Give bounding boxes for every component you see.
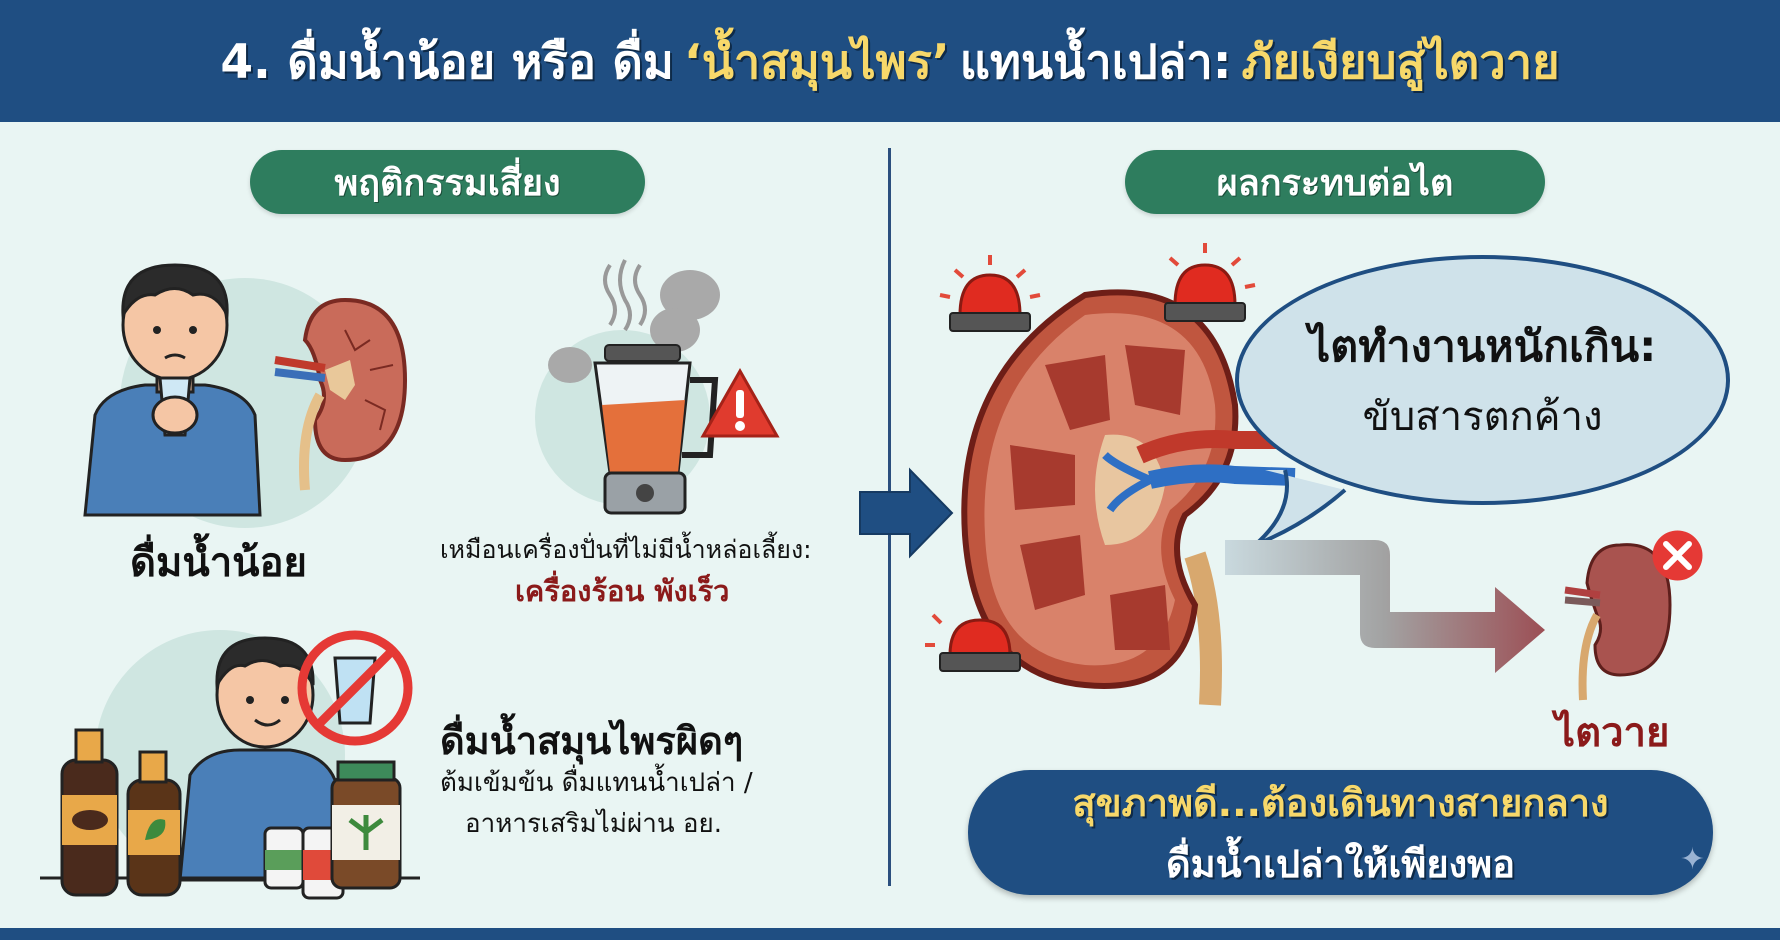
toxin-excretion-text: ขับสารตกค้าง xyxy=(1362,394,1603,440)
title-highlight-danger: ภัยเงียบสู่ไตวาย xyxy=(1241,34,1560,90)
man-with-herbal-drinks-icon xyxy=(40,636,420,900)
blender-analogy-text: เหมือนเครื่องปั่นที่ไม่มีน้ำหล่อเลี้ยง: xyxy=(440,535,812,564)
herbal-detail-line-1: ต้มเข้มข้น ดื่มแทนน้ำเปล่า / xyxy=(440,768,753,798)
sparkle-icon: ✦ xyxy=(1679,842,1705,877)
title-part-2: แทนน้ำเปล่า: xyxy=(959,34,1232,90)
no-water-prohibited-icon xyxy=(297,630,413,746)
middle-path-text: สุขภาพดี...ต้องเดินทางสายกลาง xyxy=(1072,780,1609,825)
drink-little-water-label: ดื่มน้ำน้อย xyxy=(130,540,307,586)
footer-bar xyxy=(0,928,1780,940)
failed-kidney-icon xyxy=(1564,543,1672,701)
page-title: 4. ดื่มน้ำน้อย หรือ ดื่ม ‘น้ำสมุนไพร’ แท… xyxy=(0,0,1780,122)
herbal-drinks-label: ดื่มน้ำสมุนไพรผิดๆ xyxy=(440,719,744,763)
stressed-kidney-with-alarms-icon xyxy=(925,243,1296,706)
arrow-right-icon xyxy=(859,467,954,559)
healthy-advice-banner: สุขภาพดี...ต้องเดินทางสายกลาง ดื่มน้ำเปล… xyxy=(968,770,1713,895)
risk-behavior-heading: พฤติกรรมเสี่ยง xyxy=(250,150,645,214)
kidney-impact-heading: ผลกระทบต่อไต xyxy=(1125,150,1545,214)
progression-arrow-icon xyxy=(1225,540,1545,673)
kidney-overwork-speech-bubble: ไตทำงานหนักเกิน: ขับสารตกค้าง xyxy=(1235,255,1730,505)
herbal-detail-line-2: อาหารเสริมไม่ผ่าน อย. xyxy=(465,809,722,839)
warning-triangle-icon xyxy=(700,367,780,438)
overheat-warning-text: เครื่องร้อน พังเร็ว xyxy=(515,574,730,608)
kidney-failure-label: ไตวาย xyxy=(1555,710,1670,756)
x-fail-badge-icon xyxy=(1652,530,1703,581)
man-drinking-water-icon xyxy=(83,263,262,517)
overwork-text: ไตทำงานหนักเกิน: xyxy=(1308,322,1657,372)
speech-bubble-tail xyxy=(1253,469,1347,547)
alarm-light xyxy=(939,255,1041,332)
overheating-blender-icon xyxy=(548,259,720,515)
drink-enough-water-text: ดื่มน้ำเปล่าให้เพียงพอ xyxy=(1165,841,1516,886)
title-highlight-herbal: ‘น้ำสมุนไพร’ xyxy=(683,34,950,90)
cracked-kidney-icon xyxy=(274,297,408,491)
title-part-1: 4. ดื่มน้ำน้อย หรือ ดื่ม xyxy=(220,34,674,90)
